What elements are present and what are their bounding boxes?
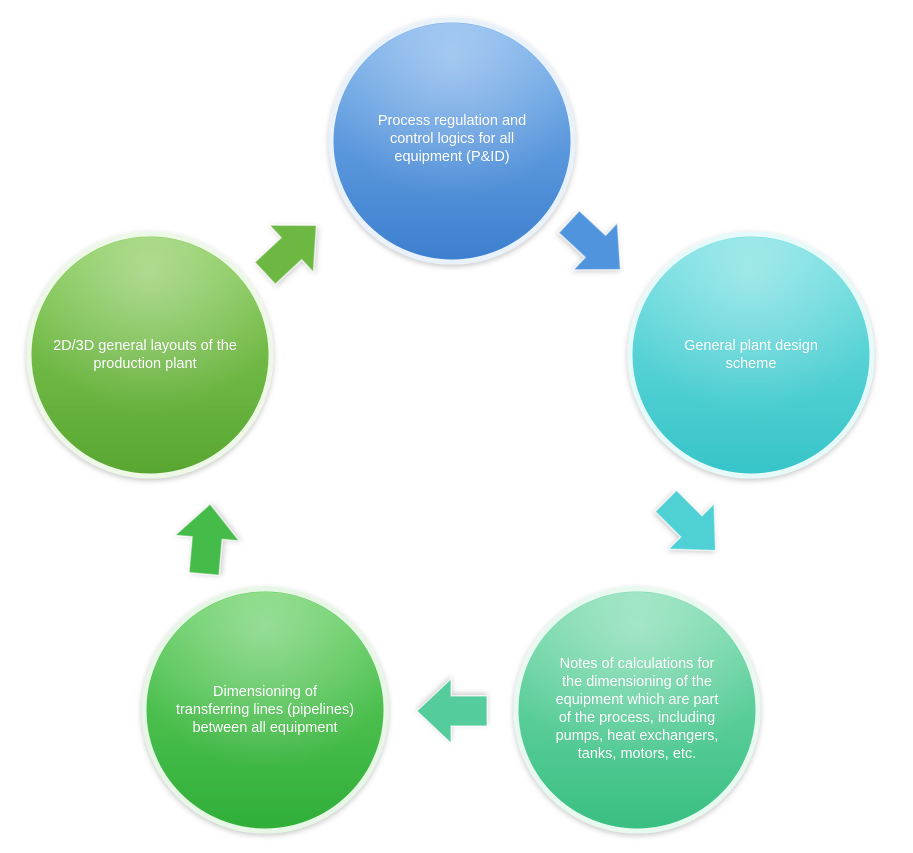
arrow-layouts-to-process <box>254 224 317 286</box>
arrow-pipelines-to-layouts <box>173 503 241 576</box>
nodes-layer <box>26 17 875 834</box>
node-process-regulation-highlight <box>334 23 570 259</box>
node-pipelines <box>141 586 389 834</box>
node-process-regulation <box>328 17 576 265</box>
node-plant-design <box>627 231 875 479</box>
node-pipelines-highlight <box>147 592 383 828</box>
arrow-design-to-calculations <box>654 489 717 552</box>
arrow-process-to-design <box>558 209 621 271</box>
arrows-layer <box>173 209 717 745</box>
node-calculations-highlight <box>519 592 755 828</box>
node-calculations <box>513 586 761 834</box>
arrow-calculations-to-pipelines <box>416 677 488 745</box>
node-plant-design-highlight <box>633 237 869 473</box>
node-layouts-highlight <box>32 237 268 473</box>
node-layouts <box>26 231 274 479</box>
